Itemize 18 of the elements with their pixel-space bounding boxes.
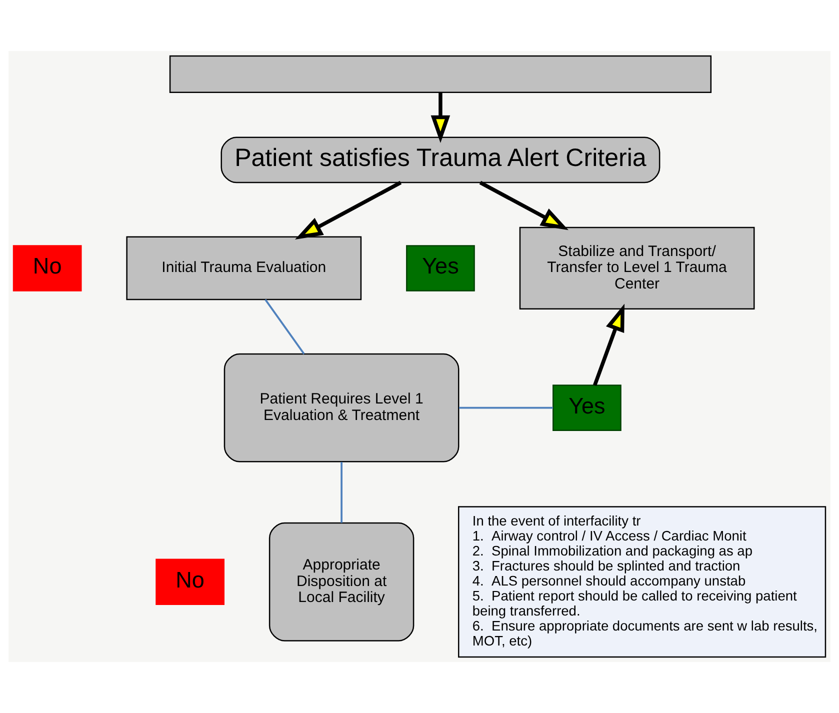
node-box: Patient satisfies Trauma Alert Criteria	[220, 136, 660, 184]
node-box: In the event of interfacility tr 1. Airway control / IV Access / Cardiac Monit 2. Spinal Immobilization and packaging as ap 3. Fractures should be splinted and traction 4. ALS personnel should accompany unstab 5. Patient report should be called to receiving patient being transferred. 6. Ensure appropriate documents are sent w lab results, MOT, etc)	[458, 506, 826, 658]
arrow	[295, 180, 402, 240]
node-box: No	[12, 245, 82, 292]
connector	[459, 406, 553, 409]
node-box: Patient Requires Level 1 Evaluation & Treatment	[224, 353, 460, 462]
node-box: Stabilize and Transport/ Transfer to Level 1 Trauma Center	[519, 226, 755, 310]
node-box: Initial Trauma Evaluation	[126, 236, 362, 300]
connector	[264, 299, 305, 354]
node-box: Yes	[406, 245, 475, 292]
connector	[340, 462, 342, 523]
arrow	[479, 180, 569, 230]
node-box: No	[156, 558, 224, 606]
arrow	[592, 304, 624, 386]
node-box: Appropriate Disposition at Local Facility	[268, 522, 414, 642]
arrow	[430, 92, 450, 143]
node-box: Yes	[552, 384, 622, 431]
node-box	[169, 55, 712, 93]
